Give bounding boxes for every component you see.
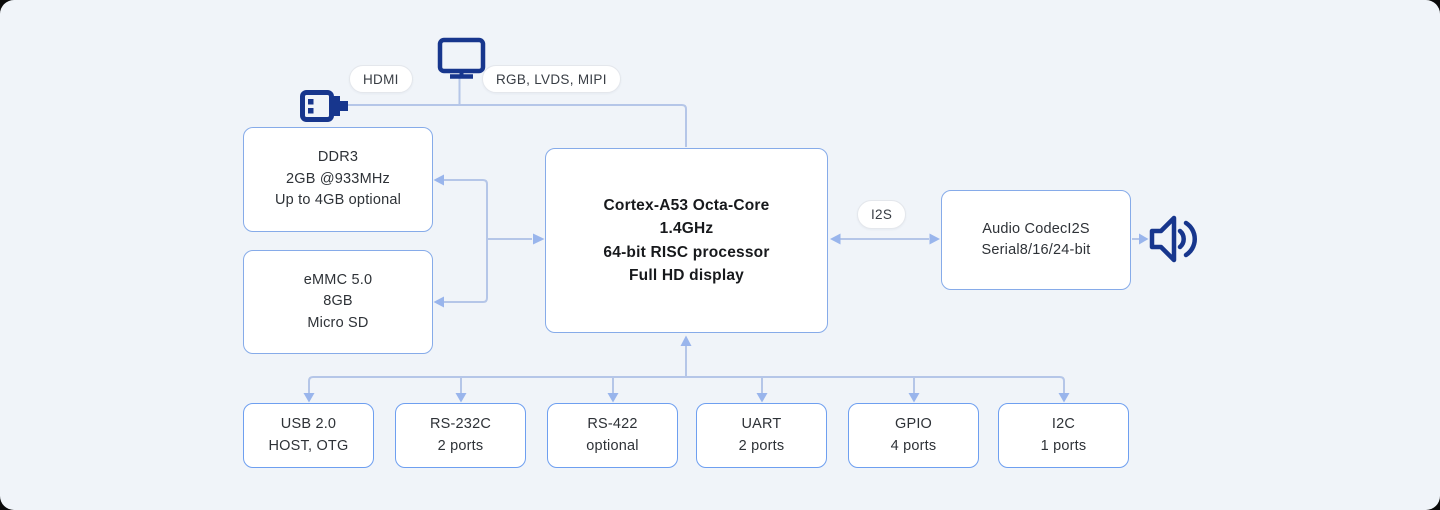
arrow-into-rs422: [607, 393, 619, 403]
rs422-line: RS-422: [587, 416, 638, 432]
arrow-into-cpu-left: [533, 233, 545, 245]
emmc-line: 8GB: [323, 293, 353, 310]
arrow-into-rs232: [455, 393, 467, 403]
arrow-into-cpu-bottom: [680, 335, 692, 346]
cpu-line: 1.4GHz: [659, 220, 714, 237]
ddr3-line: Up to 4GB optional: [274, 192, 402, 209]
emmc-box: eMMC 5.0 8GB Micro SD: [243, 250, 433, 354]
usb-line: USB 2.0: [280, 416, 337, 432]
arrow-into-audio: [929, 233, 940, 245]
i2c-line: I2C: [1051, 416, 1076, 432]
i2c-box: I2C 1 ports: [998, 403, 1129, 468]
cpu-line: Full HD display: [629, 267, 744, 284]
usb-box: USB 2.0 HOST, OTG: [243, 403, 374, 468]
uart-box: UART 2 ports: [696, 403, 827, 468]
audio-line: Serial8/16/24-bit: [981, 242, 1091, 258]
arrow-into-uart: [756, 393, 768, 403]
gpio-box: GPIO 4 ports: [848, 403, 979, 468]
rs422-box: RS-422 optional: [547, 403, 678, 468]
hdmi-connector-icon: [300, 90, 348, 122]
gpio-line: 4 ports: [890, 437, 937, 454]
display-interfaces-label: RGB, LVDS, MIPI: [482, 65, 621, 93]
audio-line: Audio CodecI2S: [982, 220, 1090, 237]
arrow-into-usb: [303, 393, 315, 403]
emmc-line: eMMC 5.0: [303, 271, 373, 288]
cpu-box: Cortex-A53 Octa-Core 1.4GHz 64-bit RISC …: [545, 148, 828, 333]
ddr3-line: 2GB @933MHz: [286, 170, 390, 187]
gpio-line: GPIO: [894, 416, 933, 432]
audio-codec-box: Audio CodecI2S Serial8/16/24-bit: [941, 190, 1131, 290]
arrow-into-emmc: [433, 296, 444, 308]
usb-line: HOST, OTG: [268, 437, 349, 454]
uart-line: UART: [741, 416, 782, 432]
arrow-into-i2c: [1058, 393, 1070, 403]
i2s-label: I2S: [857, 200, 907, 229]
wire-memory-junction: [444, 179, 488, 303]
ddr3-line: DDR3: [317, 149, 359, 166]
rs232-line: 2 ports: [437, 437, 484, 454]
arrow-into-speaker: [1139, 233, 1149, 245]
hdmi-label: HDMI: [349, 65, 413, 93]
emmc-line: Micro SD: [307, 314, 369, 331]
cpu-line: Cortex-A53 Octa-Core: [603, 196, 770, 214]
wire-display-to-cpu: [345, 104, 687, 147]
ddr3-box: DDR3 2GB @933MHz Up to 4GB optional: [243, 127, 433, 232]
speaker-icon: [1149, 215, 1197, 263]
uart-line: 2 ports: [738, 437, 785, 454]
cpu-line: 64-bit RISC processor: [603, 243, 770, 261]
rs232-box: RS-232C 2 ports: [395, 403, 526, 468]
rs422-line: optional: [586, 437, 639, 454]
i2c-line: 1 ports: [1040, 437, 1087, 454]
arrow-into-ddr3: [433, 174, 444, 186]
arrow-into-gpio: [908, 393, 920, 403]
monitor-icon: [437, 37, 486, 79]
wire-peripheral-bus: [308, 376, 1065, 393]
arrow-into-cpu-right: [830, 233, 841, 245]
rs232-line: RS-232C: [429, 416, 492, 432]
